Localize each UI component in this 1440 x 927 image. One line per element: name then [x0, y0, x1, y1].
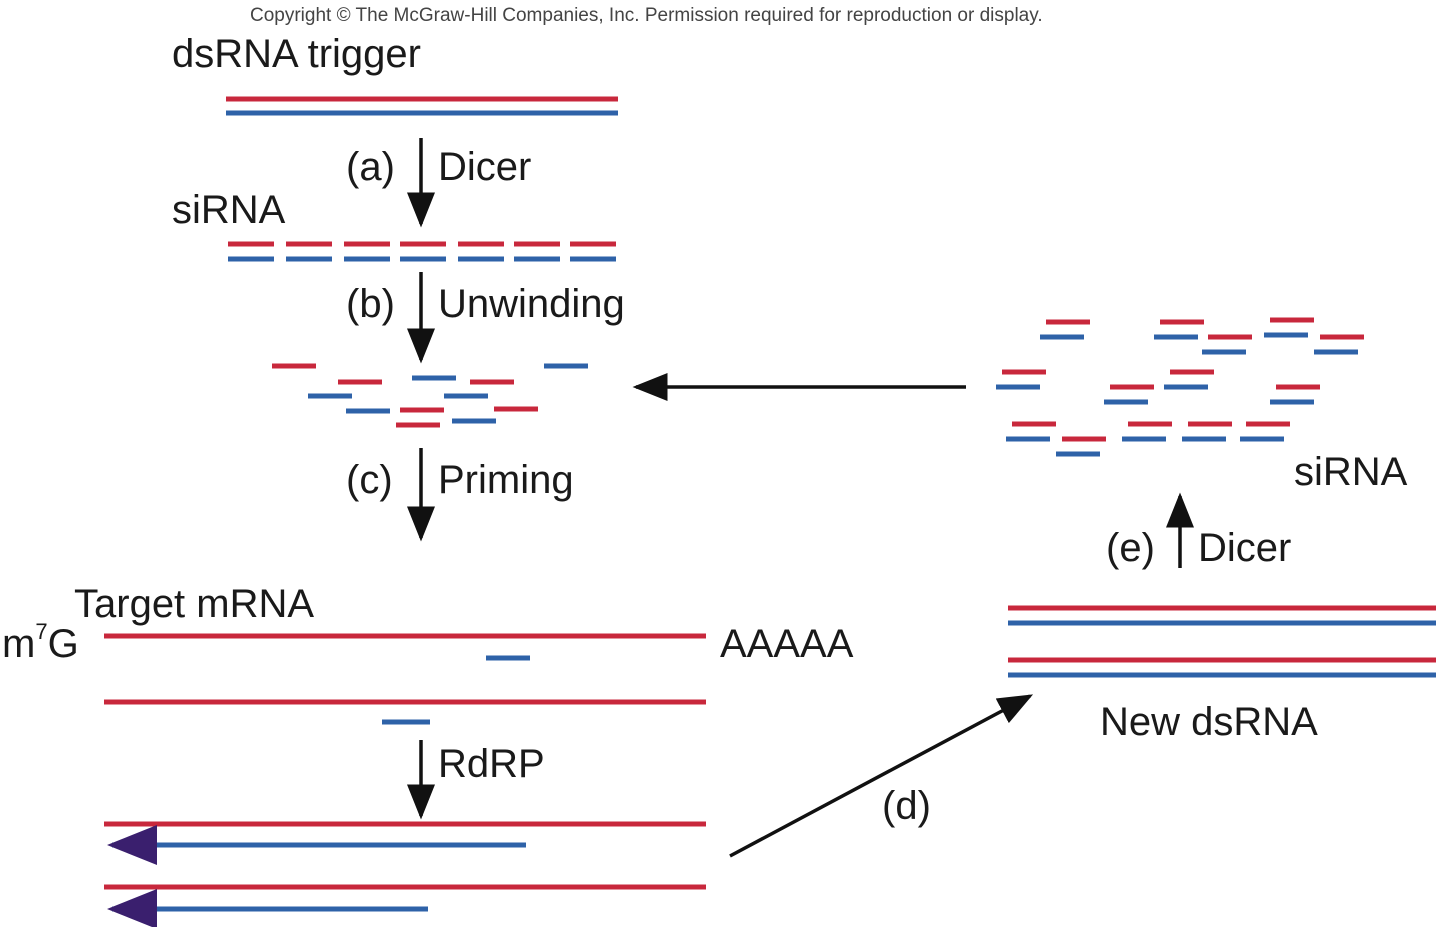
- unwound-single-strands: [272, 363, 588, 428]
- label-unwinding: Unwinding: [438, 282, 625, 326]
- label-sirna-top: siRNA: [172, 188, 286, 232]
- target-mrna-primed: [104, 633, 706, 725]
- label-new-dsrna: New dsRNA: [1100, 700, 1318, 744]
- rdrp-extension-products: [104, 821, 706, 927]
- label-polya-tail: AAAAA: [720, 622, 854, 666]
- label-dsrna-trigger: dsRNA trigger: [172, 32, 421, 76]
- cap-m: m: [2, 622, 36, 666]
- cap-superscript: 7: [35, 618, 48, 644]
- label-dicer-a: Dicer: [438, 145, 532, 189]
- label-step-b: (b): [346, 282, 395, 326]
- label-target-mrna: Target mRNA: [74, 582, 315, 626]
- new-dsrna-duplex: [1008, 605, 1436, 678]
- label-step-c: (c): [346, 458, 393, 502]
- label-dicer-e: Dicer: [1198, 526, 1292, 570]
- label-rdrp: RdRP: [438, 742, 545, 786]
- label-step-a: (a): [346, 145, 395, 189]
- label-cap: m7G: [2, 620, 79, 666]
- sirna-cluster-right: [996, 317, 1364, 457]
- sirna-duplex-segments: [228, 241, 616, 262]
- arrow-step-d: [729, 694, 1034, 858]
- label-priming: Priming: [438, 458, 574, 502]
- cap-g: G: [47, 622, 79, 666]
- label-step-d: (d): [882, 784, 931, 828]
- label-sirna-right: siRNA: [1294, 450, 1408, 494]
- dsrna-trigger-duplex: [226, 96, 618, 116]
- label-step-e: (e): [1106, 526, 1155, 570]
- copyright-notice: Copyright © The McGraw-Hill Companies, I…: [250, 5, 1043, 26]
